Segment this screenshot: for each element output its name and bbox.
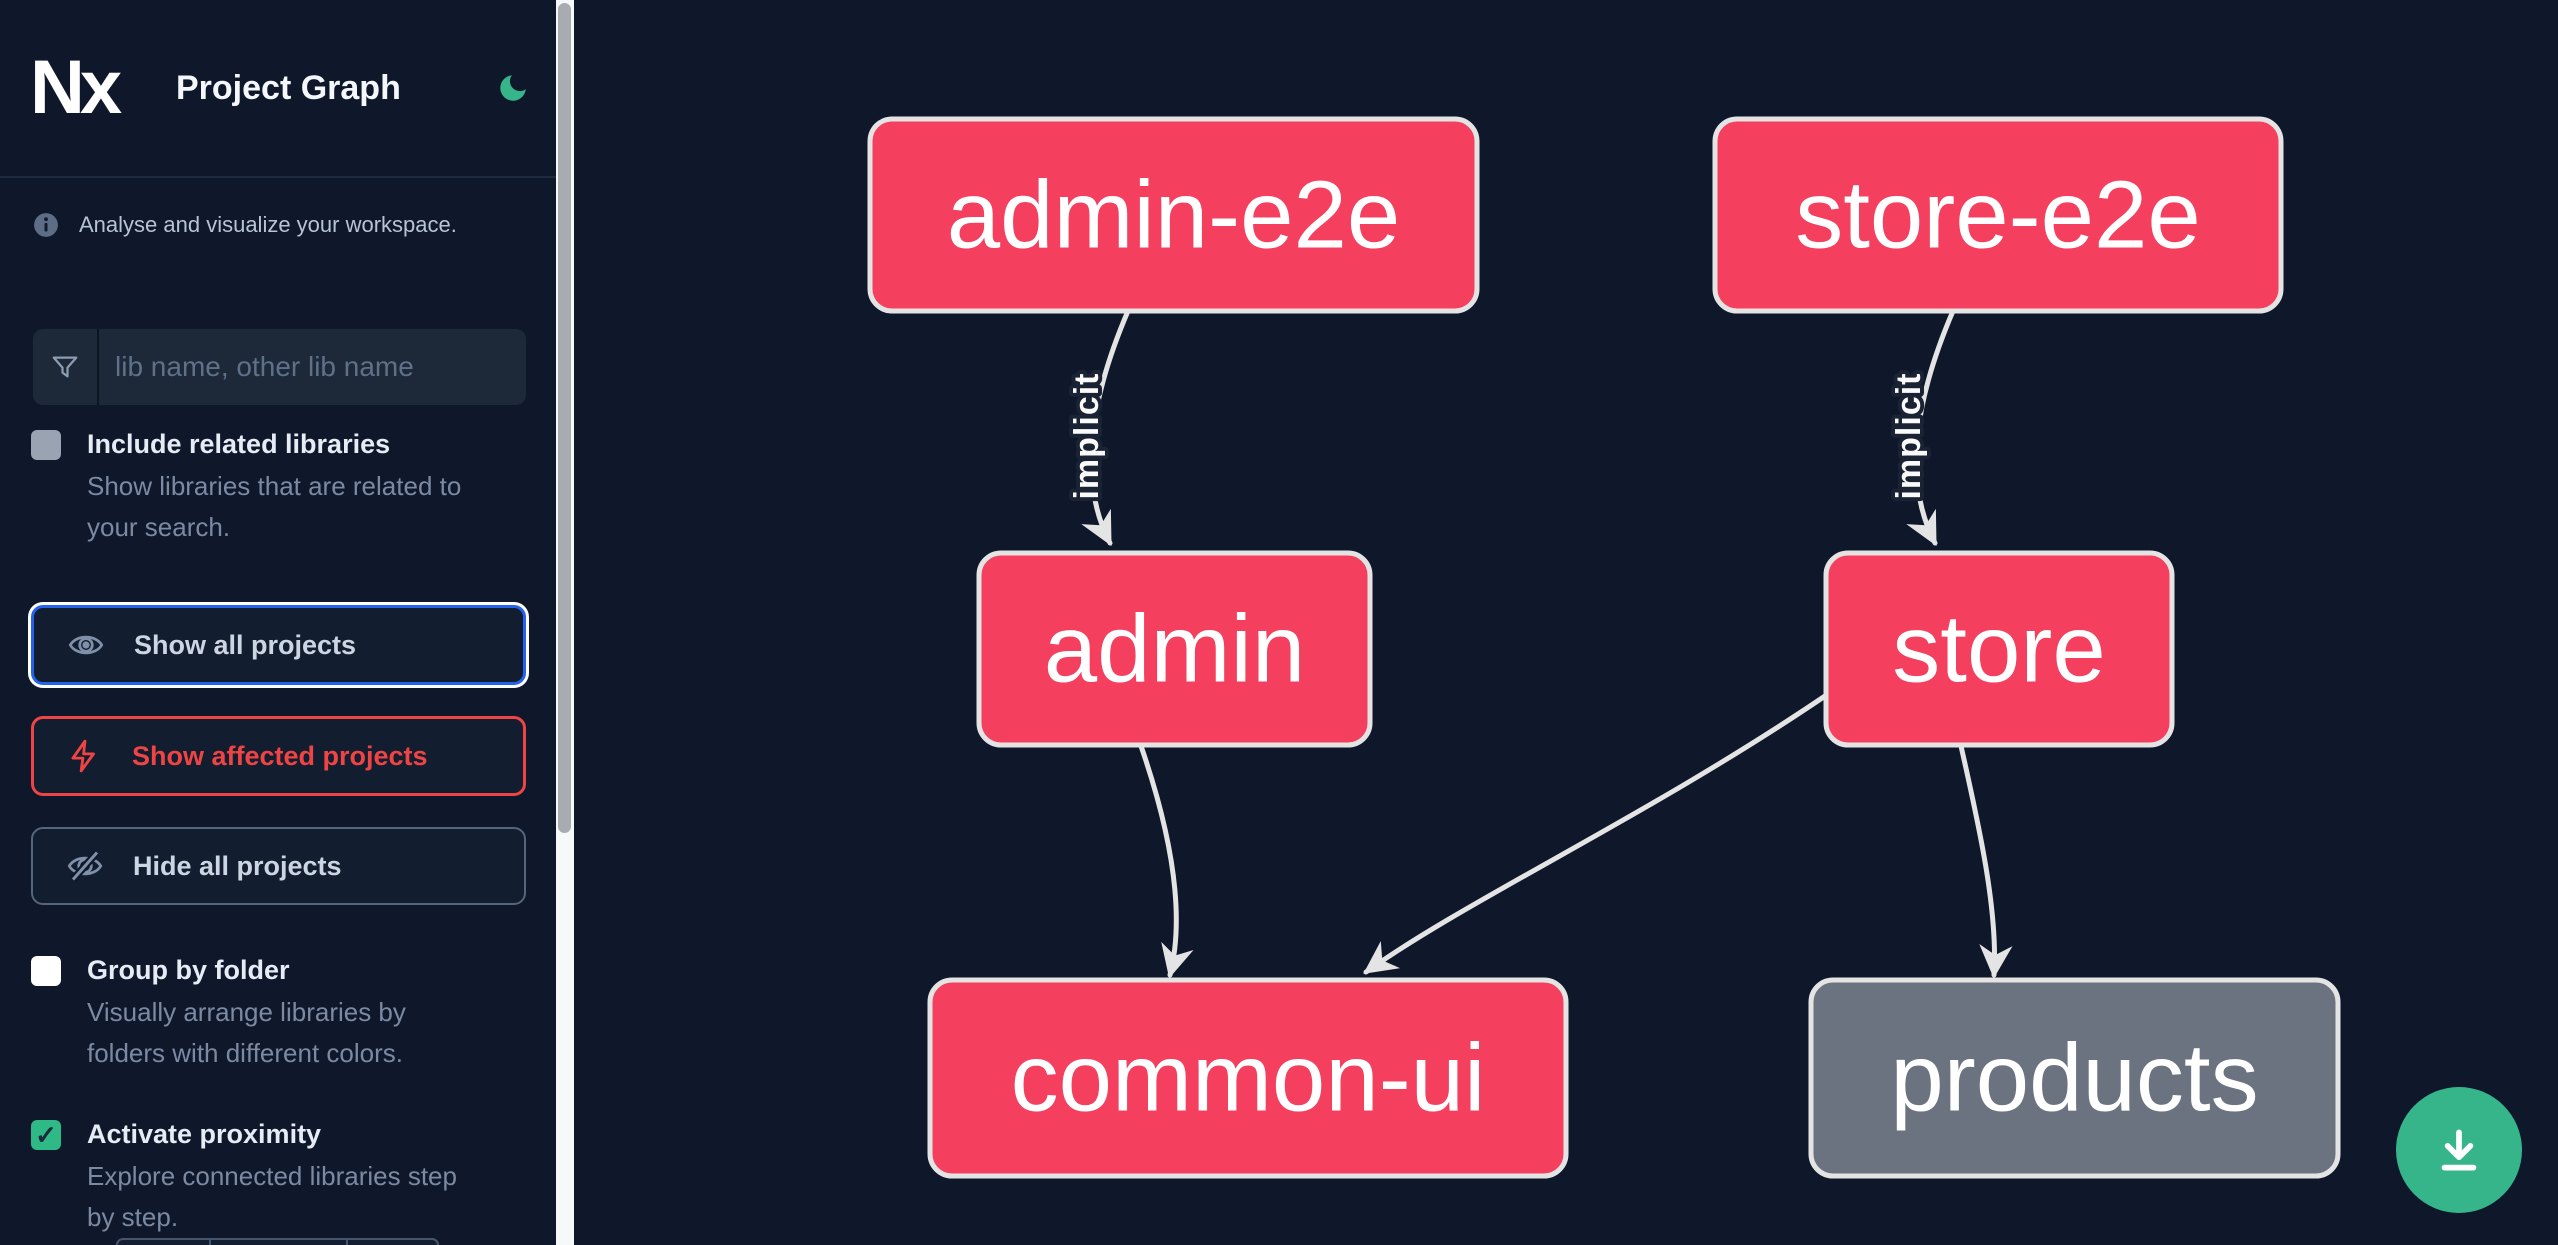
graph-node-products[interactable]: products — [1808, 977, 2341, 1179]
group-by-folder-checkbox[interactable] — [31, 956, 61, 986]
button-label: Hide all projects — [133, 850, 342, 881]
download-image-button[interactable] — [2396, 1087, 2522, 1213]
proximity-stepper-partial — [116, 1238, 439, 1245]
sidebar-scrollbar-thumb[interactable] — [558, 3, 571, 833]
node-label: store — [1892, 596, 2105, 703]
option-label: Activate proximity — [87, 1119, 322, 1149]
edge-label-implicit: implicit — [1068, 372, 1106, 499]
include-related-checkbox[interactable] — [31, 430, 61, 460]
option-group-by-folder: Group by folder Visually arrange librari… — [31, 953, 526, 1074]
graph-node-common-ui[interactable]: common-ui — [927, 977, 1569, 1179]
workspace-tagline: Analyse and visualize your workspace. — [79, 212, 457, 237]
edge-store-e2e-to-store[interactable] — [1906, 308, 1956, 546]
nx-logo: Nx — [30, 45, 130, 130]
node-label: store-e2e — [1795, 162, 2201, 269]
info-icon — [34, 213, 58, 237]
node-label: products — [1890, 1025, 2258, 1132]
graph-canvas[interactable]: implicit implicit admin-e2e store-e2e admin s… — [574, 0, 2558, 1245]
nx-logo-text: Nx — [30, 45, 122, 130]
workspace-tagline-row: Analyse and visualize your workspace. — [33, 210, 526, 240]
hide-all-projects-button[interactable]: Hide all projects — [31, 827, 526, 905]
option-description: Show libraries that are related to your … — [87, 471, 462, 542]
graph-node-store-e2e[interactable]: store-e2e — [1712, 116, 2284, 314]
sidebar-scrollbar-track[interactable] — [556, 0, 574, 1245]
graph-node-store[interactable]: store — [1823, 550, 2175, 748]
option-label: Include related libraries — [87, 429, 391, 459]
activate-proximity-checkbox[interactable] — [31, 1120, 61, 1150]
eye-off-icon — [67, 850, 103, 882]
show-all-projects-button[interactable]: Show all projects — [31, 605, 526, 685]
page-title: Project Graph — [176, 68, 401, 107]
node-label: admin-e2e — [947, 162, 1401, 269]
node-label: admin — [1044, 596, 1305, 703]
sidebar-header: Nx Project Graph — [0, 0, 556, 178]
option-description: Explore connected libraries step by step… — [87, 1161, 457, 1232]
edge-admin-to-common-ui[interactable] — [1138, 743, 1194, 979]
edge-store-to-common-ui[interactable] — [1363, 691, 1831, 975]
sidebar: Nx Project Graph Analyse and visualize y… — [0, 0, 556, 1245]
stepper-decrement-button[interactable] — [116, 1238, 211, 1245]
graph-node-admin-e2e[interactable]: admin-e2e — [867, 116, 1480, 314]
eye-icon — [68, 635, 104, 655]
edge-store-to-products[interactable] — [1958, 743, 2013, 979]
button-label: Show affected projects — [132, 740, 428, 771]
search-input[interactable] — [99, 329, 526, 405]
theme-toggle-moon-icon[interactable] — [496, 71, 530, 105]
option-include-related: Include related libraries Show libraries… — [31, 427, 526, 548]
show-affected-projects-button[interactable]: Show affected projects — [31, 716, 526, 796]
option-label: Group by folder — [87, 955, 290, 985]
dependency-graph-svg: implicit implicit admin-e2e store-e2e admin s… — [867, 116, 2341, 1179]
node-label: common-ui — [1011, 1025, 1486, 1132]
download-icon — [2441, 1129, 2477, 1171]
option-description: Visually arrange libraries by folders wi… — [87, 997, 406, 1068]
bolt-icon — [71, 739, 95, 773]
graph-node-admin[interactable]: admin — [976, 550, 1373, 748]
edge-label-implicit: implicit — [1890, 372, 1928, 499]
stepper-value — [209, 1238, 348, 1245]
edge-admin-e2e-to-admin[interactable] — [1081, 308, 1131, 546]
option-activate-proximity: Activate proximity Explore connected lib… — [31, 1117, 526, 1238]
filter-search-box — [33, 329, 526, 405]
button-label: Show all projects — [134, 629, 357, 660]
stepper-increment-button[interactable] — [346, 1238, 439, 1245]
funnel-icon — [33, 329, 99, 405]
